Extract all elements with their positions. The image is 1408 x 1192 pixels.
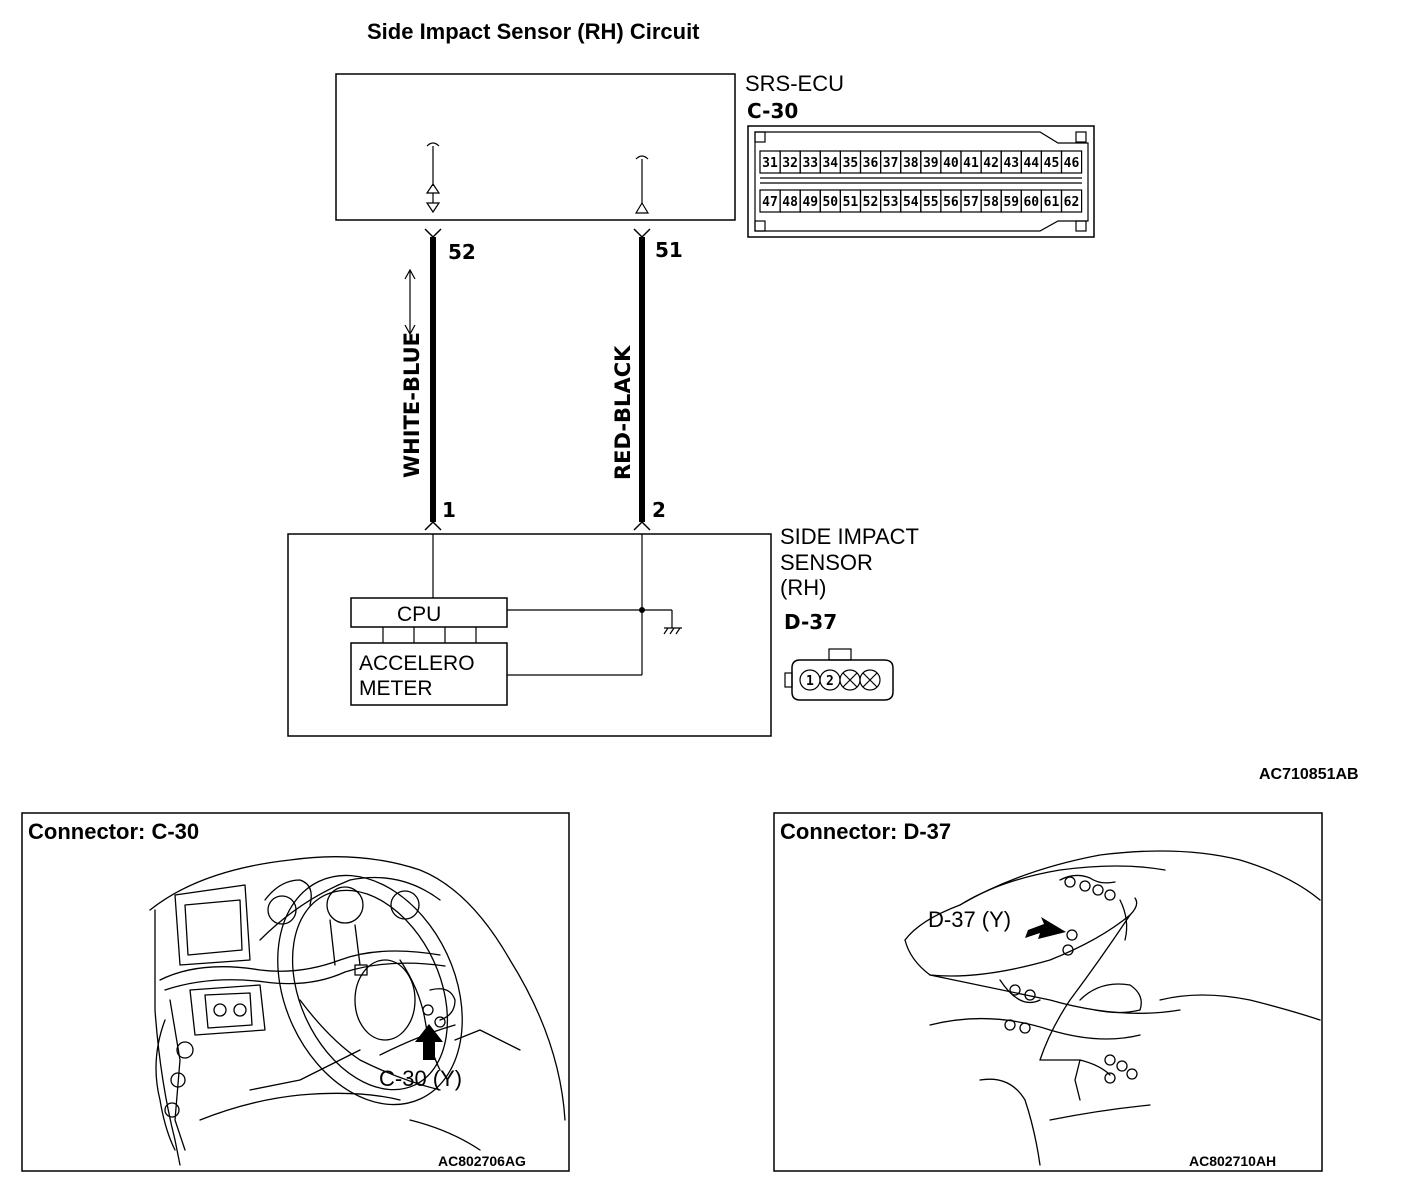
connector-pin-row-2: 47 48 49 50 51 52 53 54 55 56 57 58 59 60 61 62 — [759, 189, 1083, 213]
connector-pin-number: 36 — [863, 156, 879, 171]
connector-pin-number: 61 — [1044, 195, 1060, 210]
sensor-pin-2-label: 2 — [652, 498, 666, 522]
connector-panel-c30 — [21, 812, 570, 1172]
ecu-box — [335, 73, 736, 221]
connector-pin-number: 46 — [1064, 156, 1080, 171]
connector-pin-cell — [1060, 189, 1083, 213]
panel-d37-heading: Connector: D-37 — [780, 819, 951, 844]
connector-pin-2: 2 — [826, 674, 834, 689]
cpu-label: CPU — [397, 603, 441, 626]
connector-pin-number: 48 — [782, 195, 798, 210]
accelerometer-label-line1: ACCELERO — [359, 652, 475, 675]
connector-pin-number: 41 — [963, 156, 979, 171]
connector-pin-number: 53 — [883, 195, 899, 210]
callout-arrow-icon — [1025, 917, 1066, 939]
sensor-name-line1: SIDE IMPACT — [780, 524, 919, 549]
wire-color-red-black: RED-BLACK — [611, 345, 635, 480]
connector-pin-number: 38 — [903, 156, 919, 171]
ecu-pin-52-label: 52 — [448, 240, 476, 264]
connector-pin-number: 56 — [943, 195, 959, 210]
panel-c30-heading: Connector: C-30 — [28, 819, 199, 844]
ecu-terminal-52-symbol — [425, 142, 441, 214]
connector-pin-cell — [1060, 150, 1083, 174]
dashboard-illustration — [149, 856, 566, 1166]
connector-pin-1: 1 — [806, 674, 814, 689]
sensor-box — [287, 533, 772, 737]
double-arrow-icon — [404, 268, 416, 336]
connector-pin-number: 33 — [802, 156, 818, 171]
connector-pin-number: 34 — [822, 156, 838, 171]
connector-pin-number: 49 — [802, 195, 818, 210]
connector-pin-number: 42 — [983, 156, 999, 171]
ecu-pin-51-label: 51 — [655, 238, 683, 262]
diagram-reference: AC710851AB — [1259, 766, 1359, 783]
ecu-name: SRS-ECU — [745, 71, 844, 96]
connector-pin-number: 32 — [782, 156, 798, 171]
connector-pin-number: 51 — [843, 195, 859, 210]
wire-white-blue — [424, 228, 442, 531]
callout-arrow-icon — [415, 1024, 443, 1060]
ecu-connector-face: 31 32 33 34 35 36 37 38 39 40 41 42 43 44 45 46 47 48 49 5… — [747, 125, 1095, 238]
connector-pin-number: 50 — [822, 195, 838, 210]
sensor-name-line3: (RH) — [780, 575, 826, 600]
connector-pin-number: 62 — [1064, 195, 1080, 210]
wire-red-black — [633, 228, 651, 531]
panel-d37-callout: D-37 (Y) — [928, 907, 1011, 932]
accelerometer-block — [350, 642, 508, 706]
connector-pin-number: 55 — [923, 195, 939, 210]
connector-pin-number: 43 — [1003, 156, 1019, 171]
connector-pin-number: 52 — [863, 195, 879, 210]
connector-pin-number: 35 — [843, 156, 859, 171]
sensor-connector-face: 1 2 — [784, 648, 894, 701]
wire-color-white-blue: WHITE-BLUE — [400, 332, 424, 478]
connector-pin-number: 39 — [923, 156, 939, 171]
panel-d37-reference: AC802710AH — [1189, 1153, 1276, 1169]
connector-panel-d37 — [773, 812, 1323, 1172]
connector-pin-number: 37 — [883, 156, 899, 171]
panel-c30-callout: C-30 (Y) — [379, 1066, 462, 1091]
ecu-connector-id: C-30 — [747, 99, 798, 123]
panel-c30-reference: AC802706AG — [438, 1153, 526, 1169]
connector-pin-number: 31 — [762, 156, 778, 171]
cpu-block — [350, 597, 508, 628]
sensor-connector-id: D-37 — [784, 610, 837, 634]
connector-pin-number: 59 — [1003, 195, 1019, 210]
connector-pin-row-1: 31 32 33 34 35 36 37 38 39 40 41 42 43 44 45 46 — [759, 150, 1083, 174]
sensor-pin-1-label: 1 — [442, 498, 456, 522]
connector-pin-number: 47 — [762, 195, 778, 210]
connector-pin-number: 40 — [943, 156, 959, 171]
connector-pin-number: 57 — [963, 195, 979, 210]
accelerometer-label-line2: METER — [359, 677, 433, 700]
door-illustration — [904, 850, 1321, 1166]
connector-pin-number: 58 — [983, 195, 999, 210]
ground-icon — [663, 610, 682, 635]
sensor-name-line2: SENSOR — [780, 550, 873, 575]
connector-pin-number: 54 — [903, 195, 919, 210]
diagram-title: Side Impact Sensor (RH) Circuit — [367, 19, 700, 44]
ecu-terminal-51-symbol — [634, 155, 650, 214]
connector-pin-number: 60 — [1023, 195, 1039, 210]
cpu-accelerometer-bus — [382, 627, 477, 643]
connector-pin-number: 45 — [1044, 156, 1060, 171]
connector-pin-number: 44 — [1023, 156, 1039, 171]
